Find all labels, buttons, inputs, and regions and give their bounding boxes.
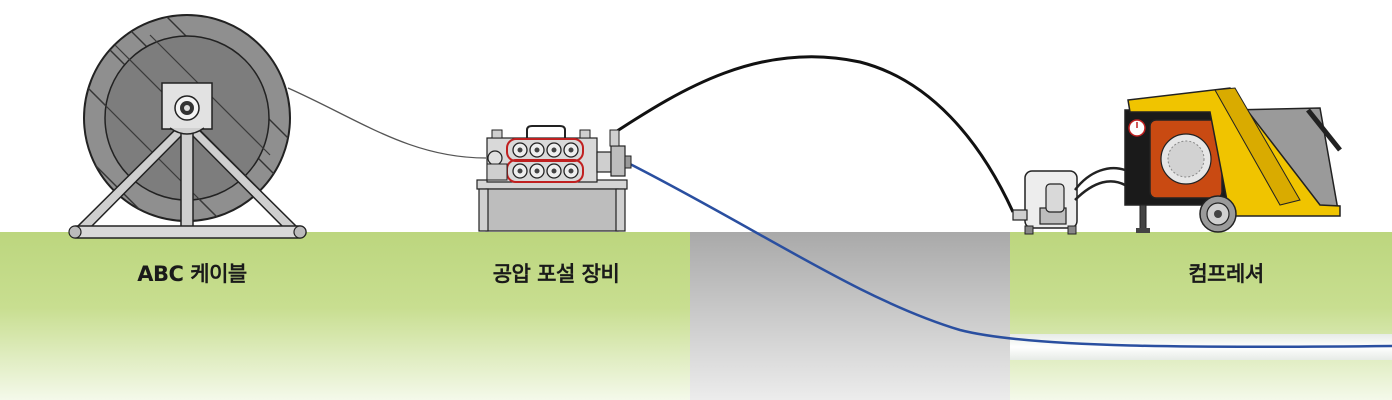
air-hose (613, 55, 1015, 213)
cable-feed-line (287, 87, 487, 159)
compressor (1012, 87, 1342, 235)
abc-cable-underground (627, 161, 1392, 349)
cable-drum (68, 14, 307, 239)
label-abc-cable: ABC 케이블 (137, 262, 247, 286)
label-compressor: 컴프레셔 (1188, 262, 1264, 286)
excavation-pit (690, 232, 1010, 400)
ground (0, 232, 1392, 400)
label-pneumatic-equipment: 공압 포설 장비 (492, 262, 620, 286)
pneumatic-laying-equipment (476, 125, 632, 232)
